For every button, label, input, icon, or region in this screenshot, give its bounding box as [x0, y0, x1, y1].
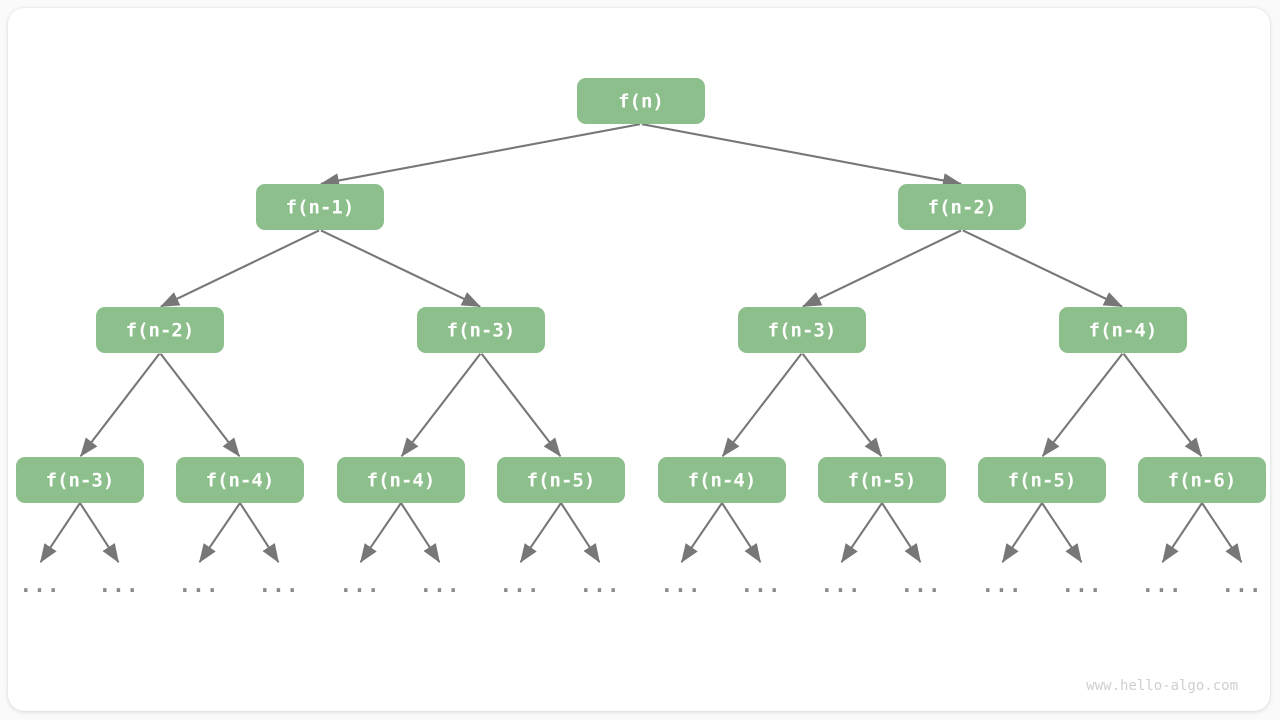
tree-node: f(n-3) — [738, 307, 866, 353]
node-label: f(n) — [618, 91, 664, 113]
node-label: f(n-5) — [1008, 470, 1077, 492]
tree-node: f(n-5) — [978, 457, 1106, 503]
ellipsis-edge — [680, 502, 723, 563]
tree-node: f(n-4) — [658, 457, 786, 503]
node-label: f(n-4) — [688, 470, 757, 492]
ellipsis-edge — [359, 502, 402, 563]
ellipsis-edge — [519, 502, 562, 563]
ellipsis-edge — [79, 502, 120, 563]
node-label: f(n-3) — [447, 320, 516, 342]
ellipsis-edge — [721, 502, 762, 563]
node-label: f(n-2) — [126, 320, 195, 342]
tree-edge — [1041, 353, 1124, 457]
node-box — [256, 184, 384, 230]
ellipsis-label: ... — [661, 573, 702, 597]
node-box — [497, 457, 625, 503]
ellipsis-label: ... — [901, 573, 942, 597]
node-box — [417, 307, 545, 353]
node-box — [16, 457, 144, 503]
ellipsis-label: ... — [1142, 573, 1183, 597]
node-box — [96, 307, 224, 353]
node-label: f(n-2) — [928, 197, 997, 219]
tree-edge — [641, 123, 962, 188]
tree-node: f(n-5) — [818, 457, 946, 503]
node-label: f(n-5) — [527, 470, 596, 492]
tree-edge — [320, 123, 641, 188]
ellipsis-label: ... — [1222, 573, 1263, 597]
tree-edge — [480, 353, 562, 457]
ellipsis-label: ... — [99, 573, 140, 597]
ellipsis-edge — [39, 502, 81, 563]
tree-edge — [400, 353, 482, 457]
ellipsis-edge — [400, 502, 441, 563]
node-label: f(n-5) — [848, 470, 917, 492]
node-box — [577, 78, 705, 124]
ellipsis-label: ... — [259, 573, 300, 597]
tree-node: f(n-4) — [1059, 307, 1187, 353]
ellipsis-edge — [1201, 502, 1243, 563]
node-label: f(n-4) — [1089, 320, 1158, 342]
tree-edge — [721, 353, 803, 457]
tree-node: f(n-6) — [1138, 457, 1266, 503]
node-box — [898, 184, 1026, 230]
node-label: f(n-4) — [206, 470, 275, 492]
node-label: f(n-6) — [1168, 470, 1237, 492]
ellipsis-label: ... — [500, 573, 541, 597]
ellipsis-edge — [1041, 502, 1083, 563]
ellipsis-edge — [560, 502, 601, 563]
ellipsis-label: ... — [580, 573, 621, 597]
ellipsis-label: ... — [340, 573, 381, 597]
edges-layer — [79, 123, 1203, 457]
tree-edge — [159, 353, 241, 457]
ellipsis-label: ... — [982, 573, 1023, 597]
tree-edge — [802, 229, 962, 308]
tree-edge — [962, 229, 1123, 308]
node-box — [176, 457, 304, 503]
tree-node: f(n-4) — [337, 457, 465, 503]
node-label: f(n-3) — [768, 320, 837, 342]
node-box — [658, 457, 786, 503]
tree-node: f(n-2) — [96, 307, 224, 353]
ellipsis-layer: ........................................… — [20, 573, 1263, 597]
tree-edge — [801, 353, 883, 457]
ellipsis-edge — [198, 502, 241, 563]
node-box — [978, 457, 1106, 503]
tree-edge — [79, 353, 161, 457]
ellipsis-edge — [881, 502, 922, 563]
watermark: www.hello-algo.com — [1086, 678, 1238, 694]
tree-edge — [1122, 353, 1203, 457]
node-box — [337, 457, 465, 503]
tree-node: f(n-4) — [176, 457, 304, 503]
ellipsis-edge — [840, 502, 883, 563]
tree-node: f(n-3) — [417, 307, 545, 353]
ellipsis-edge — [1001, 502, 1043, 563]
ellipsis-label: ... — [1062, 573, 1103, 597]
node-box — [818, 457, 946, 503]
ellipsis-label: ... — [741, 573, 782, 597]
node-box — [1059, 307, 1187, 353]
tree-node: f(n-1) — [256, 184, 384, 230]
node-label: f(n-1) — [286, 197, 355, 219]
node-box — [1138, 457, 1266, 503]
ellipsis-label: ... — [20, 573, 61, 597]
tree-node: f(n-3) — [16, 457, 144, 503]
tree-node: f(n-5) — [497, 457, 625, 503]
ellipsis-label: ... — [420, 573, 461, 597]
tree-edge — [160, 229, 320, 308]
ellipsis-edge — [239, 502, 280, 563]
ellipsis-label: ... — [179, 573, 220, 597]
tree-node: f(n) — [577, 78, 705, 124]
node-label: f(n-4) — [367, 470, 436, 492]
tree-node: f(n-2) — [898, 184, 1026, 230]
tree-edge — [320, 229, 481, 308]
nodes-layer: f(n) f(n-1) f(n-2) f(n-2) f(n-3) f(n-3) f(n-4)… — [16, 78, 1266, 503]
ellipsis-arrows-layer — [39, 502, 1243, 563]
ellipsis-edge — [1161, 502, 1203, 563]
node-label: f(n-3) — [46, 470, 115, 492]
node-box — [738, 307, 866, 353]
ellipsis-label: ... — [821, 573, 862, 597]
